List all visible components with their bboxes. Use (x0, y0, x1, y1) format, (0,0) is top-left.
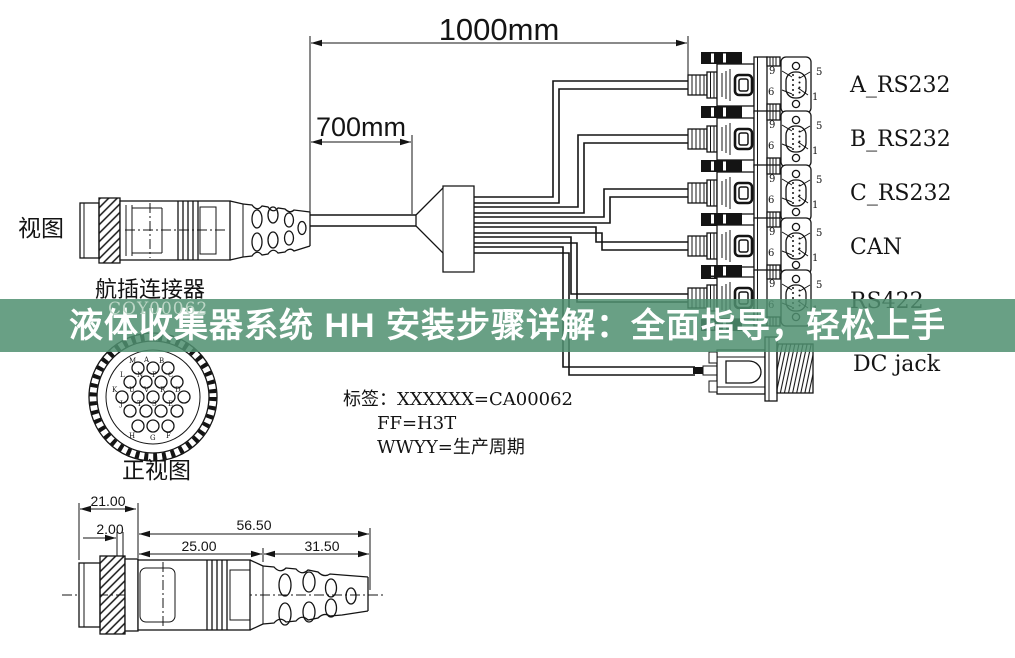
pin-callout-6: 6 (768, 141, 774, 152)
promo-banner: COY00062 液体收集器系统 HH 安装步骤详解：全面指导，轻松上手 (0, 299, 1015, 352)
branch-label-a-rs232: A_RS232 (849, 73, 951, 98)
connector-detail-side-view (62, 555, 385, 635)
pin-callout-5: 5 (816, 67, 822, 78)
db9-face-b: 9 5 6 1 (768, 110, 822, 168)
label-line-3: WWYY=生产周期 (377, 437, 525, 458)
pin-callout-6: 6 (768, 248, 774, 259)
label-line-1: 标签：XXXXXX=CA00062 (343, 389, 573, 410)
dim-2: 2.00 (96, 521, 123, 537)
aviation-connector-front-view: M A B L N P C K U V R D J T S E H G F (88, 332, 218, 462)
dim-31: 31.50 (304, 538, 339, 554)
pin-callout-6: 6 (768, 87, 774, 98)
pin-letter: F (166, 432, 171, 440)
pin-callout-5: 5 (816, 228, 822, 239)
side-view-label: 视图 (18, 216, 64, 242)
pin-letter: H (129, 432, 135, 440)
branch-label-can: CAN (850, 235, 902, 260)
db9-face-can: 9 5 6 1 (768, 217, 822, 275)
dim-1000mm-text: 1000mm (439, 12, 560, 47)
pin-letter: M (129, 357, 136, 365)
pin-callout-5: 5 (816, 280, 822, 291)
pin-letter: P (152, 371, 157, 379)
db9-face-a: 9 5 6 1 (768, 56, 822, 114)
branch-label-c-rs232: C_RS232 (850, 181, 951, 206)
pin-letter: T (137, 400, 142, 408)
pin-letter: S (152, 400, 157, 408)
pin-letter: U (129, 386, 135, 394)
label-block: 标签：XXXXXX=CA00062 FF=H3T WWYY=生产周期 (343, 389, 573, 458)
pin-callout-5: 5 (816, 175, 822, 186)
branch-label-b-rs232: B_RS232 (850, 127, 951, 152)
pin-callout-1: 1 (812, 146, 818, 157)
pin-callout-9: 9 (769, 120, 775, 131)
pin-callout-1: 1 (812, 200, 818, 211)
pin-callout-9: 9 (769, 66, 775, 77)
dimension-700mm: 700mm (311, 112, 413, 214)
cable-splitter (415, 185, 475, 273)
pin-letter: J (119, 400, 123, 408)
dim-25: 25.00 (181, 538, 216, 554)
pin-letter: A (143, 356, 150, 364)
pin-callout-9: 9 (769, 279, 775, 290)
pin-letter: L (120, 371, 125, 379)
pin-letter: B (159, 357, 164, 365)
branch-label-dc-jack: DC jack (853, 352, 941, 377)
aviation-connector-side-view (79, 197, 416, 264)
dc-jack-drawing (693, 336, 814, 402)
front-view-label: 正视图 (122, 458, 191, 484)
pin-letter: K (112, 386, 118, 394)
banner-title: 液体收集器系统 HH 安装步骤详解：全面指导，轻松上手 (69, 306, 946, 345)
pin-letter: C (168, 371, 173, 379)
pin-callout-6: 6 (768, 195, 774, 206)
pin-letter: G (150, 434, 156, 442)
detail-dimensions: 21.00 2.00 56.50 25.00 31.50 (78, 493, 371, 590)
pin-letter: R (160, 386, 166, 394)
pin-letter: N (137, 371, 143, 379)
pin-letter: D (175, 386, 181, 394)
label-line-2: FF=H3T (377, 413, 456, 434)
dim-21: 21.00 (90, 493, 125, 509)
pin-callout-1: 1 (812, 92, 818, 103)
aviation-connector-name: 航插连接器 (95, 278, 205, 303)
pin-callout-1: 1 (812, 253, 818, 264)
pin-callout-9: 9 (769, 174, 775, 185)
pin-callout-9: 9 (769, 227, 775, 238)
banner-showthrough-code: COY00062 (108, 299, 209, 319)
dim-56: 56.50 (236, 517, 271, 533)
pin-callout-5: 5 (816, 121, 822, 132)
db9-face-c: 9 5 6 1 (768, 164, 822, 222)
pin-letter: V (143, 386, 150, 394)
dim-700mm-text: 700mm (316, 112, 406, 142)
pin-letter: E (168, 400, 173, 408)
dimension-1000mm: 1000mm (309, 12, 689, 213)
